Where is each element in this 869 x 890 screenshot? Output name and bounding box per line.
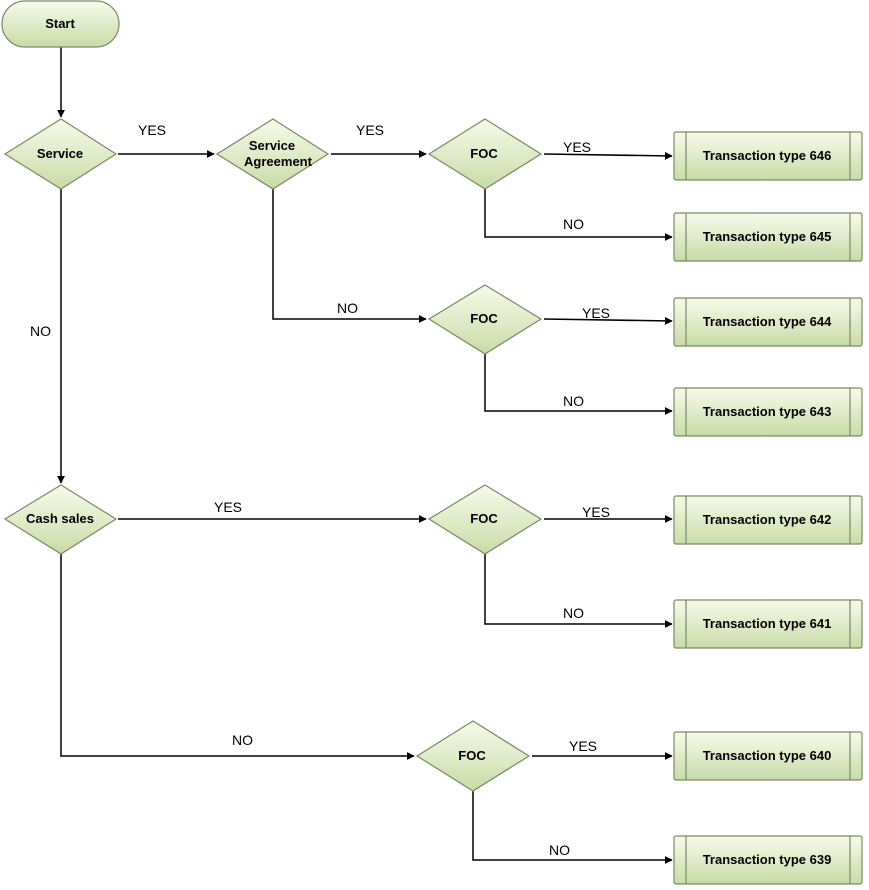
process-shape bbox=[673, 599, 863, 649]
edge-label-no: NO bbox=[232, 732, 253, 748]
edge-foc-3-to-tt-642: YES bbox=[544, 504, 673, 523]
process-shape bbox=[673, 495, 863, 545]
foc-decision-1[interactable]: FOC bbox=[427, 118, 543, 190]
foc-label: FOC bbox=[470, 511, 498, 526]
edge-cash-sales-to-foc-4: NO bbox=[60, 554, 415, 760]
service-agreement-decision[interactable]: Service Agreement bbox=[215, 118, 330, 190]
edge-foc-2-to-tt-644: YES bbox=[543, 305, 673, 325]
edge-foc-4-to-tt-639: NO bbox=[472, 791, 673, 864]
edge-cash-sales-to-foc-3: YES bbox=[118, 499, 427, 523]
foc-label: FOC bbox=[470, 311, 498, 326]
edge-label-yes: YES bbox=[138, 122, 166, 138]
edge-label-no: NO bbox=[30, 323, 51, 339]
foc-decision-3[interactable]: FOC bbox=[427, 484, 543, 555]
service-label: Service bbox=[37, 146, 83, 161]
process-shape bbox=[673, 131, 863, 181]
edge-label-no: NO bbox=[563, 216, 584, 232]
transaction-type-label: Transaction type 639 bbox=[703, 852, 832, 867]
decision-shape bbox=[427, 484, 543, 555]
edge-label-no: NO bbox=[563, 605, 584, 621]
edge-foc-1-to-tt-646: YES bbox=[543, 139, 673, 160]
service-agreement-label-line2: Agreement bbox=[244, 154, 313, 169]
process-shape bbox=[673, 835, 863, 885]
edges: YES YES YES NO NO YES NO NO bbox=[30, 47, 673, 864]
cash-sales-decision[interactable]: Cash sales bbox=[3, 484, 118, 555]
foc-decision-4[interactable]: FOC bbox=[415, 720, 531, 792]
transaction-type-642-box[interactable]: Transaction type 642 bbox=[673, 495, 863, 545]
edge-service-agreement-to-foc-1: YES bbox=[331, 122, 427, 158]
decision-shape bbox=[427, 118, 543, 190]
edge-service-agreement-to-foc-2: NO bbox=[272, 189, 427, 323]
edge-label-yes: YES bbox=[563, 139, 591, 155]
process-shape bbox=[673, 297, 863, 347]
edge-label-yes: YES bbox=[569, 738, 597, 754]
transaction-type-644-box[interactable]: Transaction type 644 bbox=[673, 297, 863, 347]
service-agreement-label-line1: Service bbox=[249, 138, 295, 153]
edge-label-no: NO bbox=[549, 842, 570, 858]
edge-foc-2-to-tt-643: NO bbox=[484, 354, 673, 415]
process-shape bbox=[673, 387, 863, 437]
edge-service-to-cash-sales: NO bbox=[30, 189, 65, 484]
edge-label-no: NO bbox=[563, 393, 584, 409]
transaction-type-label: Transaction type 643 bbox=[703, 404, 832, 419]
transaction-type-645-box[interactable]: Transaction type 645 bbox=[673, 212, 863, 262]
decision-shape bbox=[415, 720, 531, 792]
edge-foc-4-to-tt-640: YES bbox=[532, 738, 673, 760]
transaction-type-label: Transaction type 642 bbox=[703, 512, 832, 527]
edge-label-no: NO bbox=[337, 300, 358, 316]
edge-label-yes: YES bbox=[214, 499, 242, 515]
decision-shape bbox=[3, 484, 118, 555]
terminator-shape bbox=[1, 0, 120, 48]
process-shape bbox=[673, 212, 863, 262]
transaction-type-label: Transaction type 646 bbox=[703, 148, 832, 163]
transaction-type-641-box[interactable]: Transaction type 641 bbox=[673, 599, 863, 649]
cash-sales-label: Cash sales bbox=[26, 511, 94, 526]
transaction-type-label: Transaction type 641 bbox=[703, 616, 832, 631]
process-shape bbox=[673, 731, 863, 781]
edge-service-to-service-agreement: YES bbox=[118, 122, 215, 158]
transaction-type-label: Transaction type 640 bbox=[703, 748, 832, 763]
transaction-type-646-box[interactable]: Transaction type 646 bbox=[673, 131, 863, 181]
foc-decision-2[interactable]: FOC bbox=[427, 284, 543, 355]
decision-shape bbox=[3, 118, 118, 190]
edge-label-yes: YES bbox=[582, 305, 610, 321]
transaction-type-label: Transaction type 645 bbox=[703, 229, 832, 244]
transaction-type-640-box[interactable]: Transaction type 640 bbox=[673, 731, 863, 781]
edge-label-yes: YES bbox=[582, 504, 610, 520]
transaction-type-643-box[interactable]: Transaction type 643 bbox=[673, 387, 863, 437]
edge-foc-3-to-tt-641: NO bbox=[484, 554, 673, 628]
service-decision[interactable]: Service bbox=[3, 118, 118, 190]
edge-label-yes: YES bbox=[356, 122, 384, 138]
decision-shape bbox=[427, 284, 543, 355]
transaction-type-label: Transaction type 644 bbox=[703, 314, 832, 329]
transaction-type-639-box[interactable]: Transaction type 639 bbox=[673, 835, 863, 885]
decision-shape bbox=[215, 118, 330, 190]
start-node[interactable]: Start bbox=[1, 0, 120, 48]
start-label: Start bbox=[45, 16, 75, 31]
foc-label: FOC bbox=[458, 748, 486, 763]
foc-label: FOC bbox=[470, 146, 498, 161]
edge-foc-1-to-tt-645: NO bbox=[484, 189, 673, 241]
